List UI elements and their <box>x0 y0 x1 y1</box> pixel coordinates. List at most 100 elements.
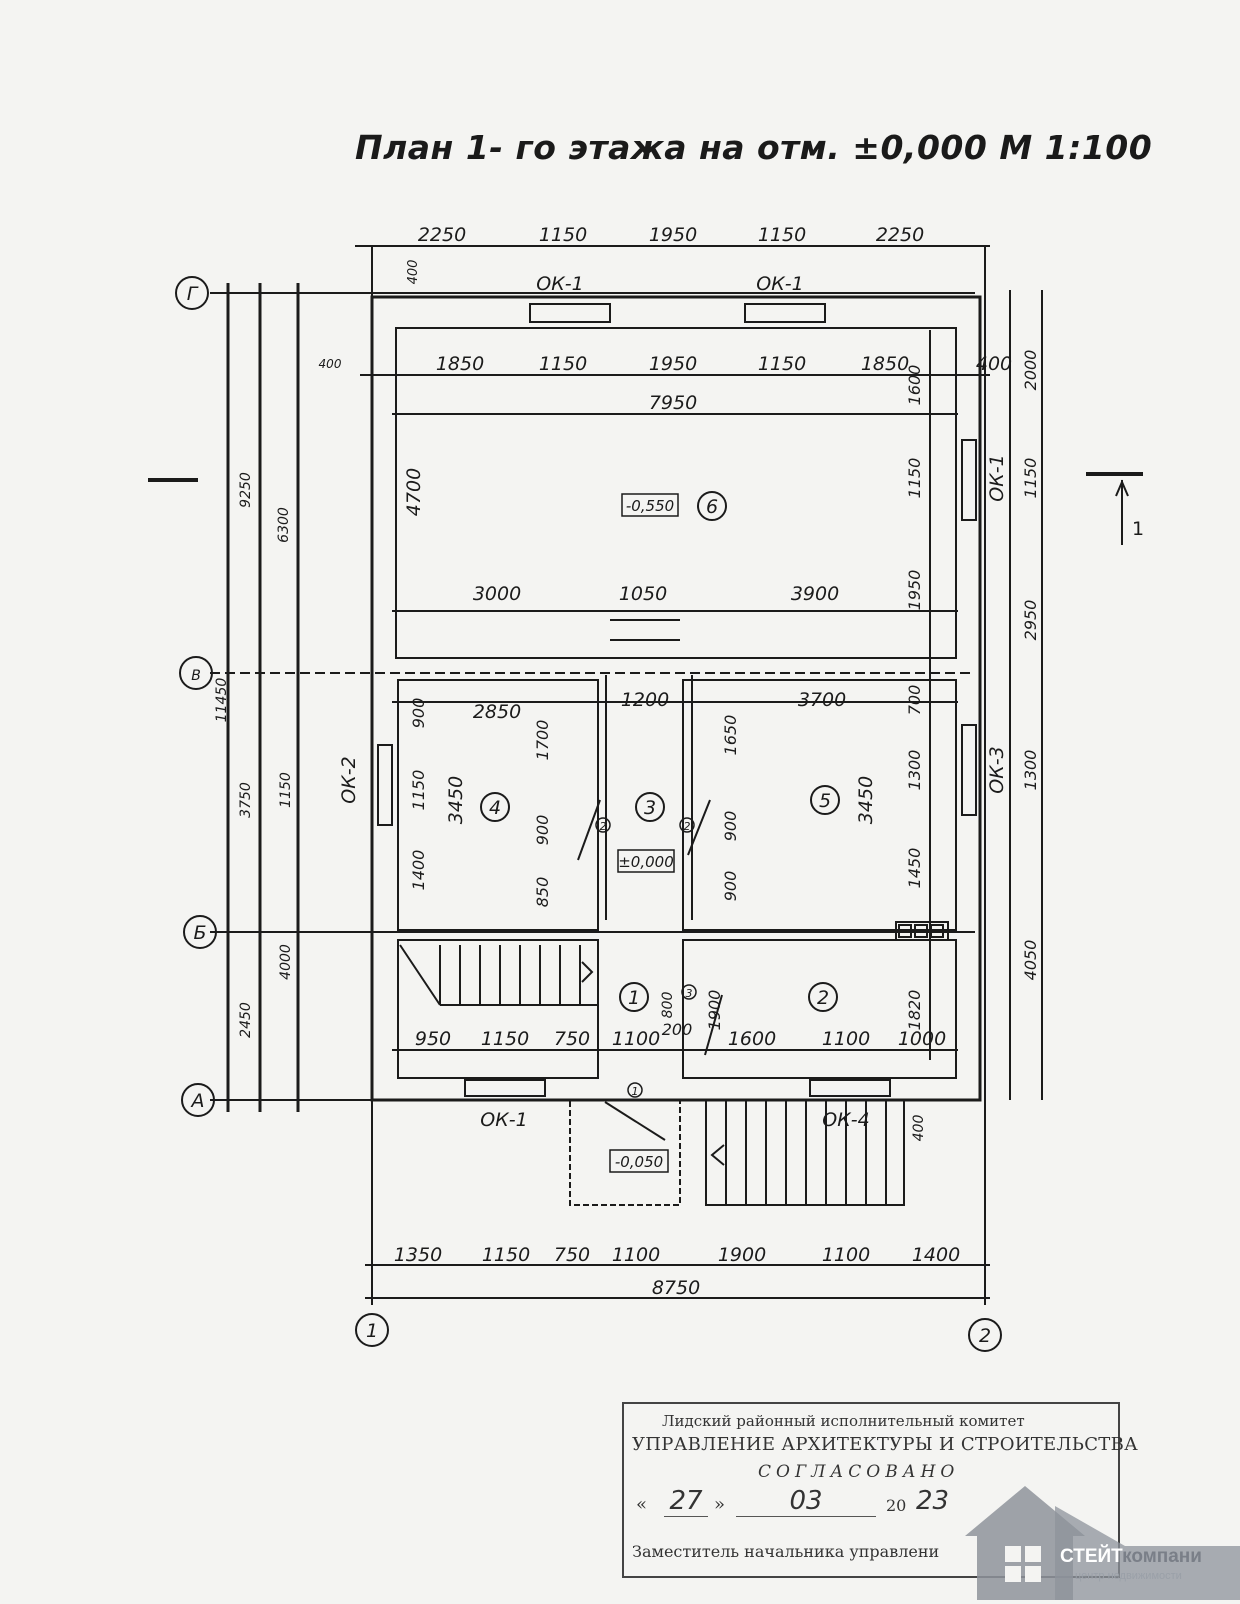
level-room6: -0,550 <box>626 497 674 515</box>
room-number-4: 4 <box>489 797 501 819</box>
stamp-quote-open: « <box>636 1494 648 1515</box>
stamp-signatory: Заместитель начальника управлени <box>632 1542 940 1561</box>
dim-text: 1100 <box>822 1028 870 1050</box>
window-label-ok1: ОК-1 <box>480 1109 527 1131</box>
dim-text: 2250 <box>876 224 924 246</box>
interior-stair <box>399 944 598 1006</box>
dim-text: 2950 <box>1021 600 1040 641</box>
door-number-2a: 2 <box>600 820 607 833</box>
window-label-ok3: ОК-3 <box>986 746 1008 793</box>
axis-bubble-2 <box>968 1318 1002 1352</box>
dim-text: 1850 <box>861 353 909 375</box>
dim-text: 11450 <box>214 678 230 723</box>
stamp-year-prefix: 20 <box>886 1496 907 1515</box>
stamp-department: УПРАВЛЕНИЕ АРХИТЕКТУРЫ И СТРОИТЕЛЬСТВА <box>632 1434 1139 1455</box>
window-label-ok1: ОК-1 <box>536 273 583 295</box>
logo-text-part1: СТЕЙТ <box>1060 1546 1123 1567</box>
dim-text: 1300 <box>1021 750 1040 791</box>
dim-text: 4000 <box>278 944 294 980</box>
outside-stair-steps <box>710 1100 887 1205</box>
company-logo: СТЕЙТкомпани центр недвижимости <box>965 1476 1240 1600</box>
dim-text: 1900 <box>718 1244 766 1266</box>
level-box-room3 <box>617 849 675 873</box>
window-ok3-right <box>961 724 977 816</box>
dim-text: 1150 <box>539 224 587 246</box>
dim-text: 900 <box>533 815 552 846</box>
window-ok1-top-right <box>744 303 826 323</box>
level-box-room6 <box>621 493 679 517</box>
drawing-title: План 1- го этажа на отм. ±0,000 М 1:100 <box>355 128 1153 167</box>
axis-bubble-b <box>183 915 217 949</box>
dim-text: 1400 <box>409 850 428 891</box>
dim-text: 1600 <box>728 1028 776 1050</box>
dim-text: 1150 <box>482 1244 530 1266</box>
dim-text: 1450 <box>905 848 924 889</box>
dim-text: 6300 <box>276 507 292 543</box>
window-ok1-right <box>961 439 977 521</box>
outer-wall <box>370 295 982 1102</box>
dim-text: 1650 <box>721 715 740 756</box>
dim-text: 1100 <box>612 1244 660 1266</box>
room-marker-1 <box>619 982 649 1012</box>
axis-label-v: В <box>191 668 201 684</box>
door-leaf-4 <box>577 799 601 861</box>
ventilation-block <box>895 921 949 941</box>
door-leaf-entry <box>604 1101 666 1141</box>
door-marker-3 <box>681 984 697 1000</box>
dim-text: 1850 <box>436 353 484 375</box>
house-logo-icon <box>965 1486 1240 1600</box>
dim-text: 850 <box>533 877 552 908</box>
dim-text: 750 <box>554 1028 590 1050</box>
dim-text: 1100 <box>822 1244 870 1266</box>
dim-text: 1200 <box>621 689 669 711</box>
window-label-ok2: ОК-2 <box>338 756 360 803</box>
dim-text: 8750 <box>652 1277 700 1299</box>
room-marker-5 <box>810 785 840 815</box>
section-mark-label: 1 <box>1132 518 1144 540</box>
level-box-porch <box>609 1149 669 1173</box>
dim-text: 900 <box>409 698 428 729</box>
dim-text: 9250 <box>238 472 254 508</box>
dim-text: 1300 <box>905 750 924 791</box>
level-porch: -0,050 <box>615 1153 663 1171</box>
axis-label-b: Б <box>193 922 206 944</box>
dim-text: 1150 <box>1021 458 1040 499</box>
axis-bubble-a <box>181 1083 215 1117</box>
window-ok1-top-left <box>529 303 611 323</box>
dim-text: 1150 <box>278 772 294 808</box>
porch <box>569 1099 681 1206</box>
room-marker-2 <box>808 982 838 1012</box>
dim-text: 1950 <box>905 570 924 611</box>
dim-text: 4700 <box>403 468 425 516</box>
dim-text: 1400 <box>912 1244 960 1266</box>
dim-text: 900 <box>721 871 740 902</box>
dim-text: 2450 <box>238 1002 254 1038</box>
dim-text: 2850 <box>473 701 521 723</box>
stamp-month: 03 <box>736 1486 876 1517</box>
dim-text: 1350 <box>394 1244 442 1266</box>
room-2-outline <box>682 939 957 1079</box>
stamp-quote-close: » <box>714 1494 726 1515</box>
dim-text: 400 <box>406 260 421 285</box>
dim-text: 3700 <box>798 689 846 711</box>
section-arrow-head <box>1115 479 1129 497</box>
stamp-day: 27 <box>664 1486 708 1517</box>
vent-channel <box>914 924 928 938</box>
dim-text: 1100 <box>612 1028 660 1050</box>
dim-text: 3000 <box>473 583 521 605</box>
window-ok4-bottom <box>809 1079 891 1097</box>
level-room3: ±0,000 <box>618 853 674 871</box>
door-number-1: 1 <box>632 1085 639 1098</box>
logo-text: СТЕЙТкомпани <box>1060 1546 1202 1568</box>
dim-text: 2250 <box>418 224 466 246</box>
room-number-2: 2 <box>817 987 829 1009</box>
door-marker-1 <box>627 1082 643 1098</box>
dim-text: 1150 <box>481 1028 529 1050</box>
room-number-1: 1 <box>628 987 640 1009</box>
room-marker-3 <box>635 792 665 822</box>
dim-text: 1000 <box>898 1028 946 1050</box>
dim-text: 200 <box>662 1020 693 1039</box>
dim-text: 3450 <box>445 776 467 824</box>
window-label-ok1: ОК-1 <box>986 454 1008 501</box>
